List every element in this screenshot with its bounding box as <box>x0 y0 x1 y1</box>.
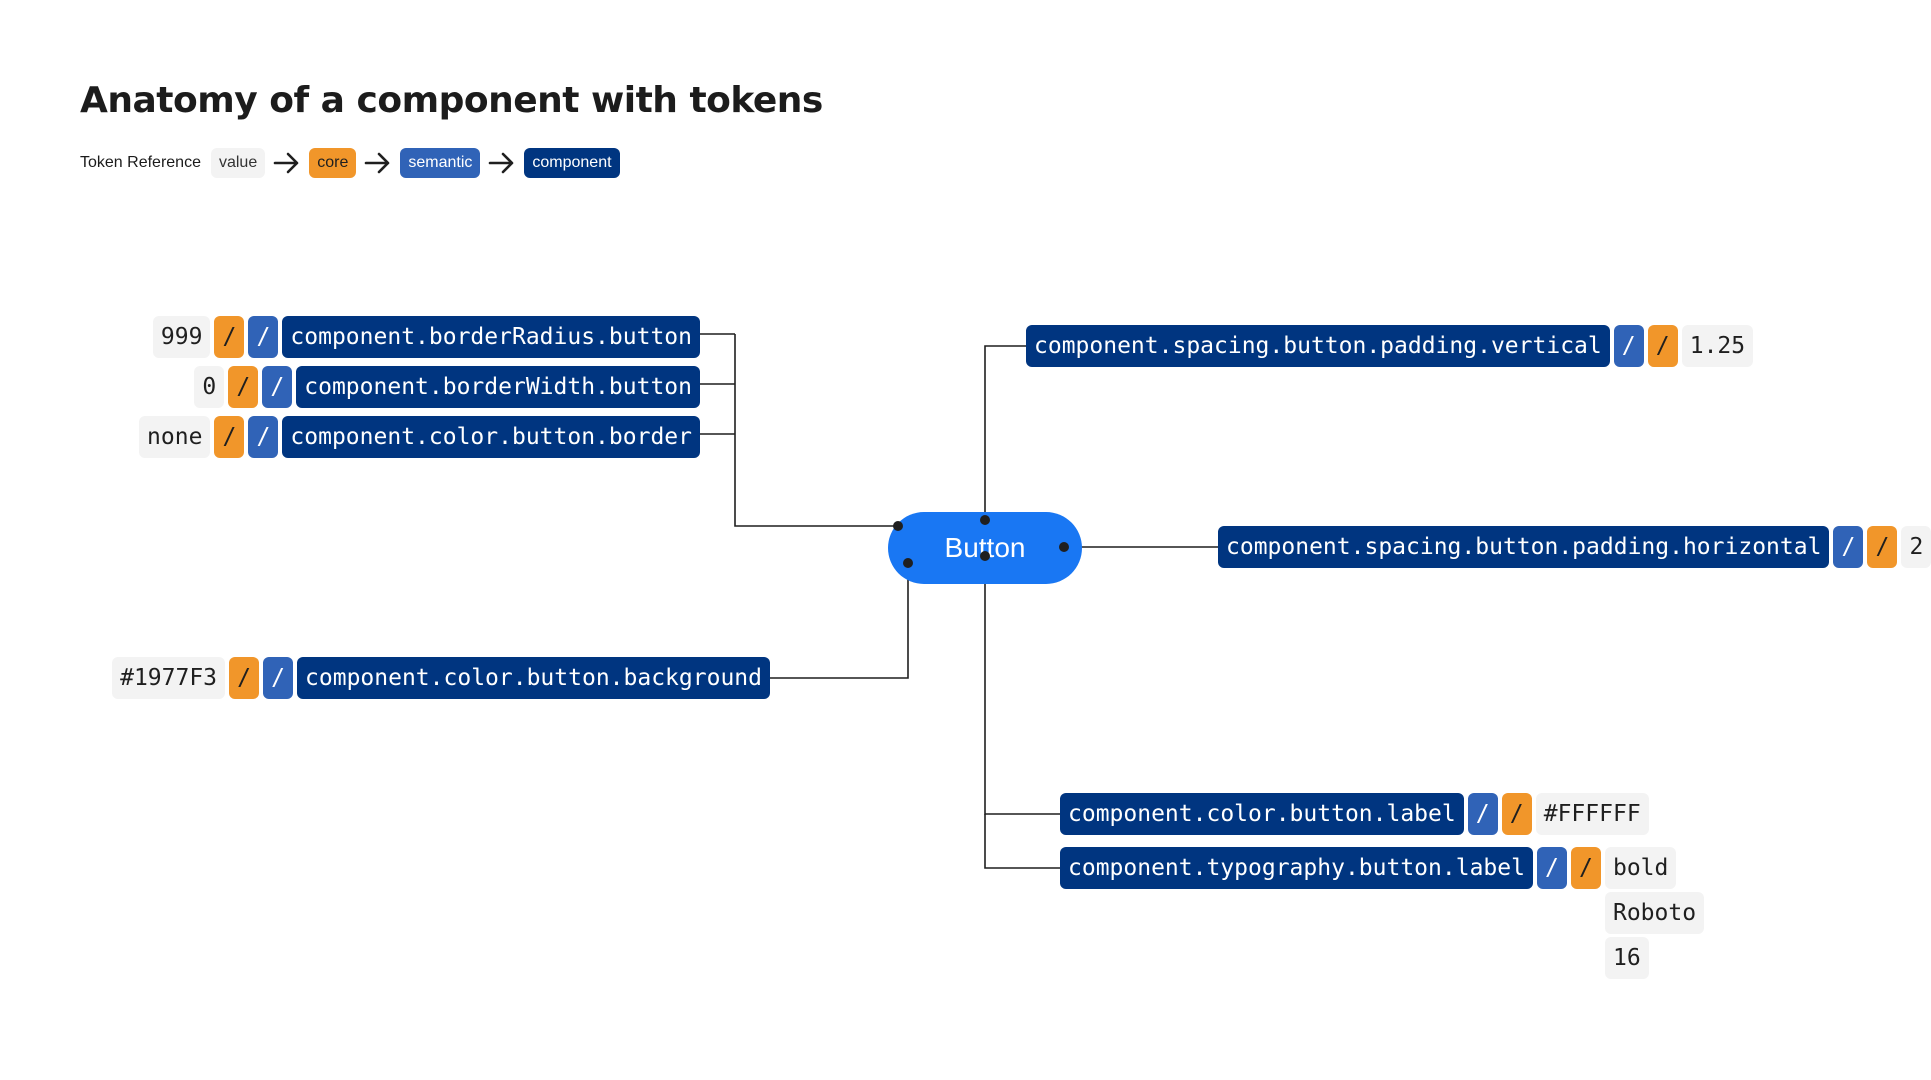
core-reference-chip: / <box>1570 847 1601 889</box>
connector-background <box>770 563 909 679</box>
value-chip: 2 <box>1901 526 1931 568</box>
token-row-padding-vertical: component.spacing.button.padding.vertica… <box>1026 325 1754 367</box>
semantic-reference-chip: / <box>248 316 279 358</box>
arrow-right-icon <box>365 152 390 174</box>
value-chip: 0 <box>194 366 225 408</box>
legend-core-chip: core <box>309 148 357 178</box>
token-row-padding-horizontal: component.spacing.button.padding.horizon… <box>1218 526 1931 568</box>
core-reference-chip: / <box>214 316 245 358</box>
token-row-border-color: none / / component.color.button.border <box>139 416 700 458</box>
arrow-right-icon <box>489 152 514 174</box>
value-chip: 999 <box>152 316 211 358</box>
value-chip: #FFFFFF <box>1535 793 1649 835</box>
semantic-reference-chip: / <box>262 366 293 408</box>
connector-label-typography <box>984 814 1060 869</box>
component-token-chip[interactable]: component.typography.button.label <box>1060 847 1533 889</box>
token-row-label-color: component.color.button.label / / #FFFFFF <box>1060 793 1649 835</box>
core-reference-chip: / <box>1867 526 1898 568</box>
token-row-background: #1977F3 / / component.color.button.backg… <box>112 657 770 699</box>
component-token-chip[interactable]: component.borderRadius.button <box>282 316 700 358</box>
semantic-reference-chip: / <box>1833 526 1864 568</box>
token-row-label-typography: component.typography.button.label / / bo… <box>1060 847 1705 979</box>
component-token-chip[interactable]: component.color.button.border <box>282 416 700 458</box>
component-token-chip[interactable]: component.spacing.button.padding.horizon… <box>1218 526 1830 568</box>
typography-values: bold Roboto 16 <box>1604 847 1705 979</box>
arrow-right-icon <box>273 152 299 174</box>
component-token-chip[interactable]: component.color.button.background <box>297 657 770 699</box>
page-title: Anatomy of a component with tokens <box>80 80 823 121</box>
value-chip-font-family: Roboto <box>1604 892 1705 934</box>
legend-semantic-chip: semantic <box>400 148 481 178</box>
token-row-border-width: 0 / / component.borderWidth.button <box>194 366 700 408</box>
component-token-chip[interactable]: component.borderWidth.button <box>296 366 700 408</box>
component-token-chip[interactable]: component.spacing.button.padding.vertica… <box>1026 325 1610 367</box>
component-token-chip[interactable]: component.color.button.label <box>1060 793 1464 835</box>
connector-padding-vertical <box>984 345 1026 520</box>
legend-component-chip: component <box>524 148 620 178</box>
core-reference-chip: / <box>1647 325 1678 367</box>
value-chip-font-weight: bold <box>1604 847 1677 889</box>
core-reference-chip: / <box>1501 793 1532 835</box>
semantic-reference-chip: / <box>1536 847 1567 889</box>
core-reference-chip: / <box>214 416 245 458</box>
value-chip-font-size: 16 <box>1604 937 1649 979</box>
value-chip: #1977F3 <box>112 657 226 699</box>
token-row-border-radius: 999 / / component.borderRadius.button <box>152 316 700 358</box>
value-chip: none <box>139 416 211 458</box>
core-reference-chip: / <box>229 657 260 699</box>
token-reference-legend: Token Reference value core semantic comp… <box>80 148 620 178</box>
semantic-reference-chip: / <box>263 657 294 699</box>
core-reference-chip: / <box>228 366 259 408</box>
semantic-reference-chip: / <box>248 416 279 458</box>
legend-label: Token Reference <box>80 154 201 171</box>
connector-left-group <box>734 334 898 527</box>
semantic-reference-chip: / <box>1467 793 1498 835</box>
legend-value-chip: value <box>210 148 266 178</box>
semantic-reference-chip: / <box>1613 325 1644 367</box>
value-chip: 1.25 <box>1681 325 1754 367</box>
